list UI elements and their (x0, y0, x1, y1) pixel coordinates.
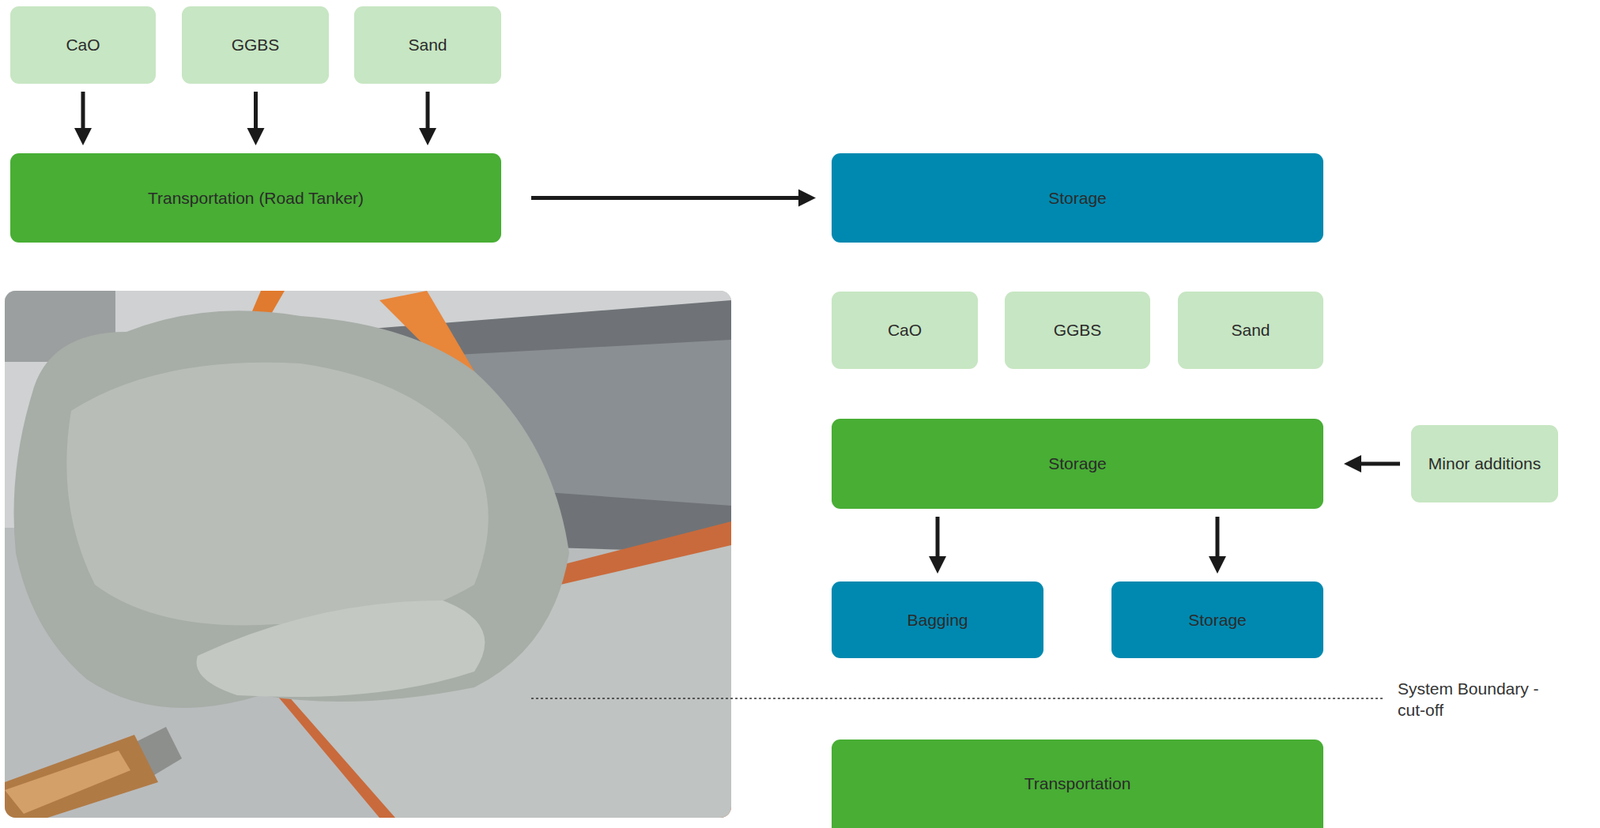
mortar-photo (4, 290, 732, 819)
process-box: Storage (831, 418, 1324, 510)
boundary-line (531, 698, 1385, 699)
material-box: Sand (1177, 291, 1324, 370)
node-label: Minor additions (1428, 452, 1541, 475)
process-box: Bagging (831, 581, 1044, 659)
node-label: Transportation (Road Tanker) (147, 187, 364, 209)
node-label: Bagging (906, 609, 968, 631)
material-box: GGBS (1004, 291, 1151, 370)
node-label: Sand (407, 33, 447, 56)
node-label: Storage (1188, 609, 1247, 631)
flow-arrow (418, 91, 437, 146)
input-box: GGBS (181, 6, 329, 84)
process-box: Transportation (831, 739, 1324, 828)
input-box: Minor additions (1411, 425, 1559, 503)
node-label: GGBS (231, 33, 280, 56)
storage-box: Storage (1111, 581, 1324, 659)
node-label: CaO (887, 319, 922, 341)
storage-box: Storage (831, 153, 1324, 243)
boundary-label: System Boundary - cut-off (1397, 678, 1556, 722)
input-box: Sand (354, 6, 502, 84)
node-label: Storage (1048, 452, 1107, 475)
flow-arrow (74, 91, 92, 146)
flow-arrow (1208, 516, 1227, 574)
input-box: CaO (10, 6, 156, 84)
node-label: Storage (1048, 187, 1107, 209)
node-label: CaO (65, 33, 100, 56)
flow-arrow (247, 91, 265, 146)
material-box: CaO (831, 291, 978, 370)
node-label: Transportation (1024, 773, 1132, 795)
flow-arrow (1343, 455, 1400, 473)
node-label: GGBS (1053, 319, 1102, 341)
flow-arrow (928, 516, 947, 574)
process-box: Transportation (Road Tanker) (10, 153, 502, 243)
flow-arrow (531, 189, 816, 208)
node-label: Sand (1230, 319, 1270, 341)
